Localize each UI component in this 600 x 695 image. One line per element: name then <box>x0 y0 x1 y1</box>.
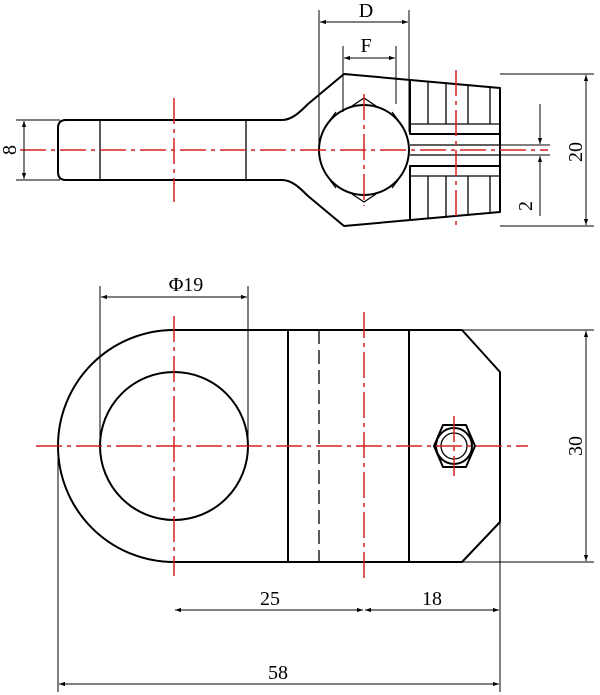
plan-view: Φ19 30 25 18 58 <box>36 274 594 692</box>
label-slot: 2 <box>515 201 537 211</box>
hex-nut <box>433 424 476 468</box>
upper-jaw <box>409 80 501 135</box>
lower-jaw <box>409 165 501 220</box>
label-D: D <box>359 0 373 22</box>
bore-tooth <box>329 111 399 121</box>
label-F: F <box>360 35 371 57</box>
label-overall: 58 <box>268 662 288 684</box>
plan-view-outline <box>57 329 501 563</box>
label-height: 20 <box>565 142 587 162</box>
label-width: 30 <box>565 436 587 456</box>
label-to-bolt-centre: 25 <box>260 588 280 610</box>
bore-tooth <box>329 179 399 189</box>
bore-tooth <box>351 193 377 203</box>
side-view-outline <box>57 73 501 227</box>
side-view: D F 8 20 2 <box>0 0 594 230</box>
label-bolt-to-end: 18 <box>422 588 442 610</box>
label-thickness: 8 <box>0 145 21 155</box>
label-bore: Φ19 <box>169 274 204 296</box>
